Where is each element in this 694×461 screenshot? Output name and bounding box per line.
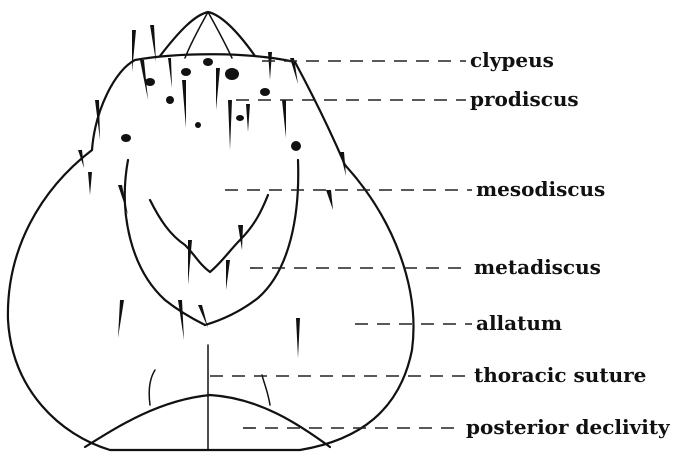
label-thoracic-suture: thoracic suture [474, 363, 646, 387]
seta [228, 100, 232, 150]
label-metadiscus: metadiscus [474, 255, 601, 279]
seta [326, 190, 333, 210]
label-allatum: allatum [476, 311, 562, 335]
puncture [260, 88, 270, 96]
seta [118, 185, 128, 215]
seta [78, 150, 84, 168]
inner-shield-right [205, 160, 298, 325]
shoulder-left [149, 370, 155, 405]
leader-lines [210, 61, 472, 428]
seta [238, 225, 243, 250]
shoulder-right [262, 375, 270, 405]
seta [282, 100, 286, 138]
seta [290, 58, 298, 84]
puncture [145, 78, 155, 86]
puncture [195, 122, 201, 128]
inner-shield-left [125, 160, 205, 325]
seta [168, 58, 172, 88]
seta [268, 52, 272, 80]
seta [118, 300, 124, 338]
thorax-outline [8, 12, 414, 450]
puncture [166, 96, 174, 104]
seta [216, 68, 220, 110]
puncture [121, 134, 131, 142]
puncture [291, 141, 301, 151]
label-mesodiscus: mesodiscus [476, 177, 605, 201]
labels: clypeus prodiscus mesodiscus metadiscus … [466, 48, 671, 439]
outer-outline [8, 150, 414, 450]
puncture [181, 68, 191, 76]
seta [132, 30, 136, 72]
seta [178, 300, 184, 340]
label-prodiscus: prodiscus [470, 87, 579, 111]
label-posterior-declivity: posterior declivity [466, 415, 671, 439]
seta [88, 172, 92, 195]
seta [296, 318, 300, 358]
punctures [121, 58, 301, 151]
inner-v [150, 195, 268, 272]
seta [246, 104, 250, 132]
anterior-tip [160, 12, 255, 56]
puncture [236, 115, 244, 121]
seta [182, 80, 186, 128]
puncture [203, 58, 213, 66]
seta [226, 260, 230, 290]
seta [188, 240, 192, 285]
seta [95, 100, 100, 140]
puncture [225, 68, 239, 80]
label-clypeus: clypeus [470, 48, 554, 72]
